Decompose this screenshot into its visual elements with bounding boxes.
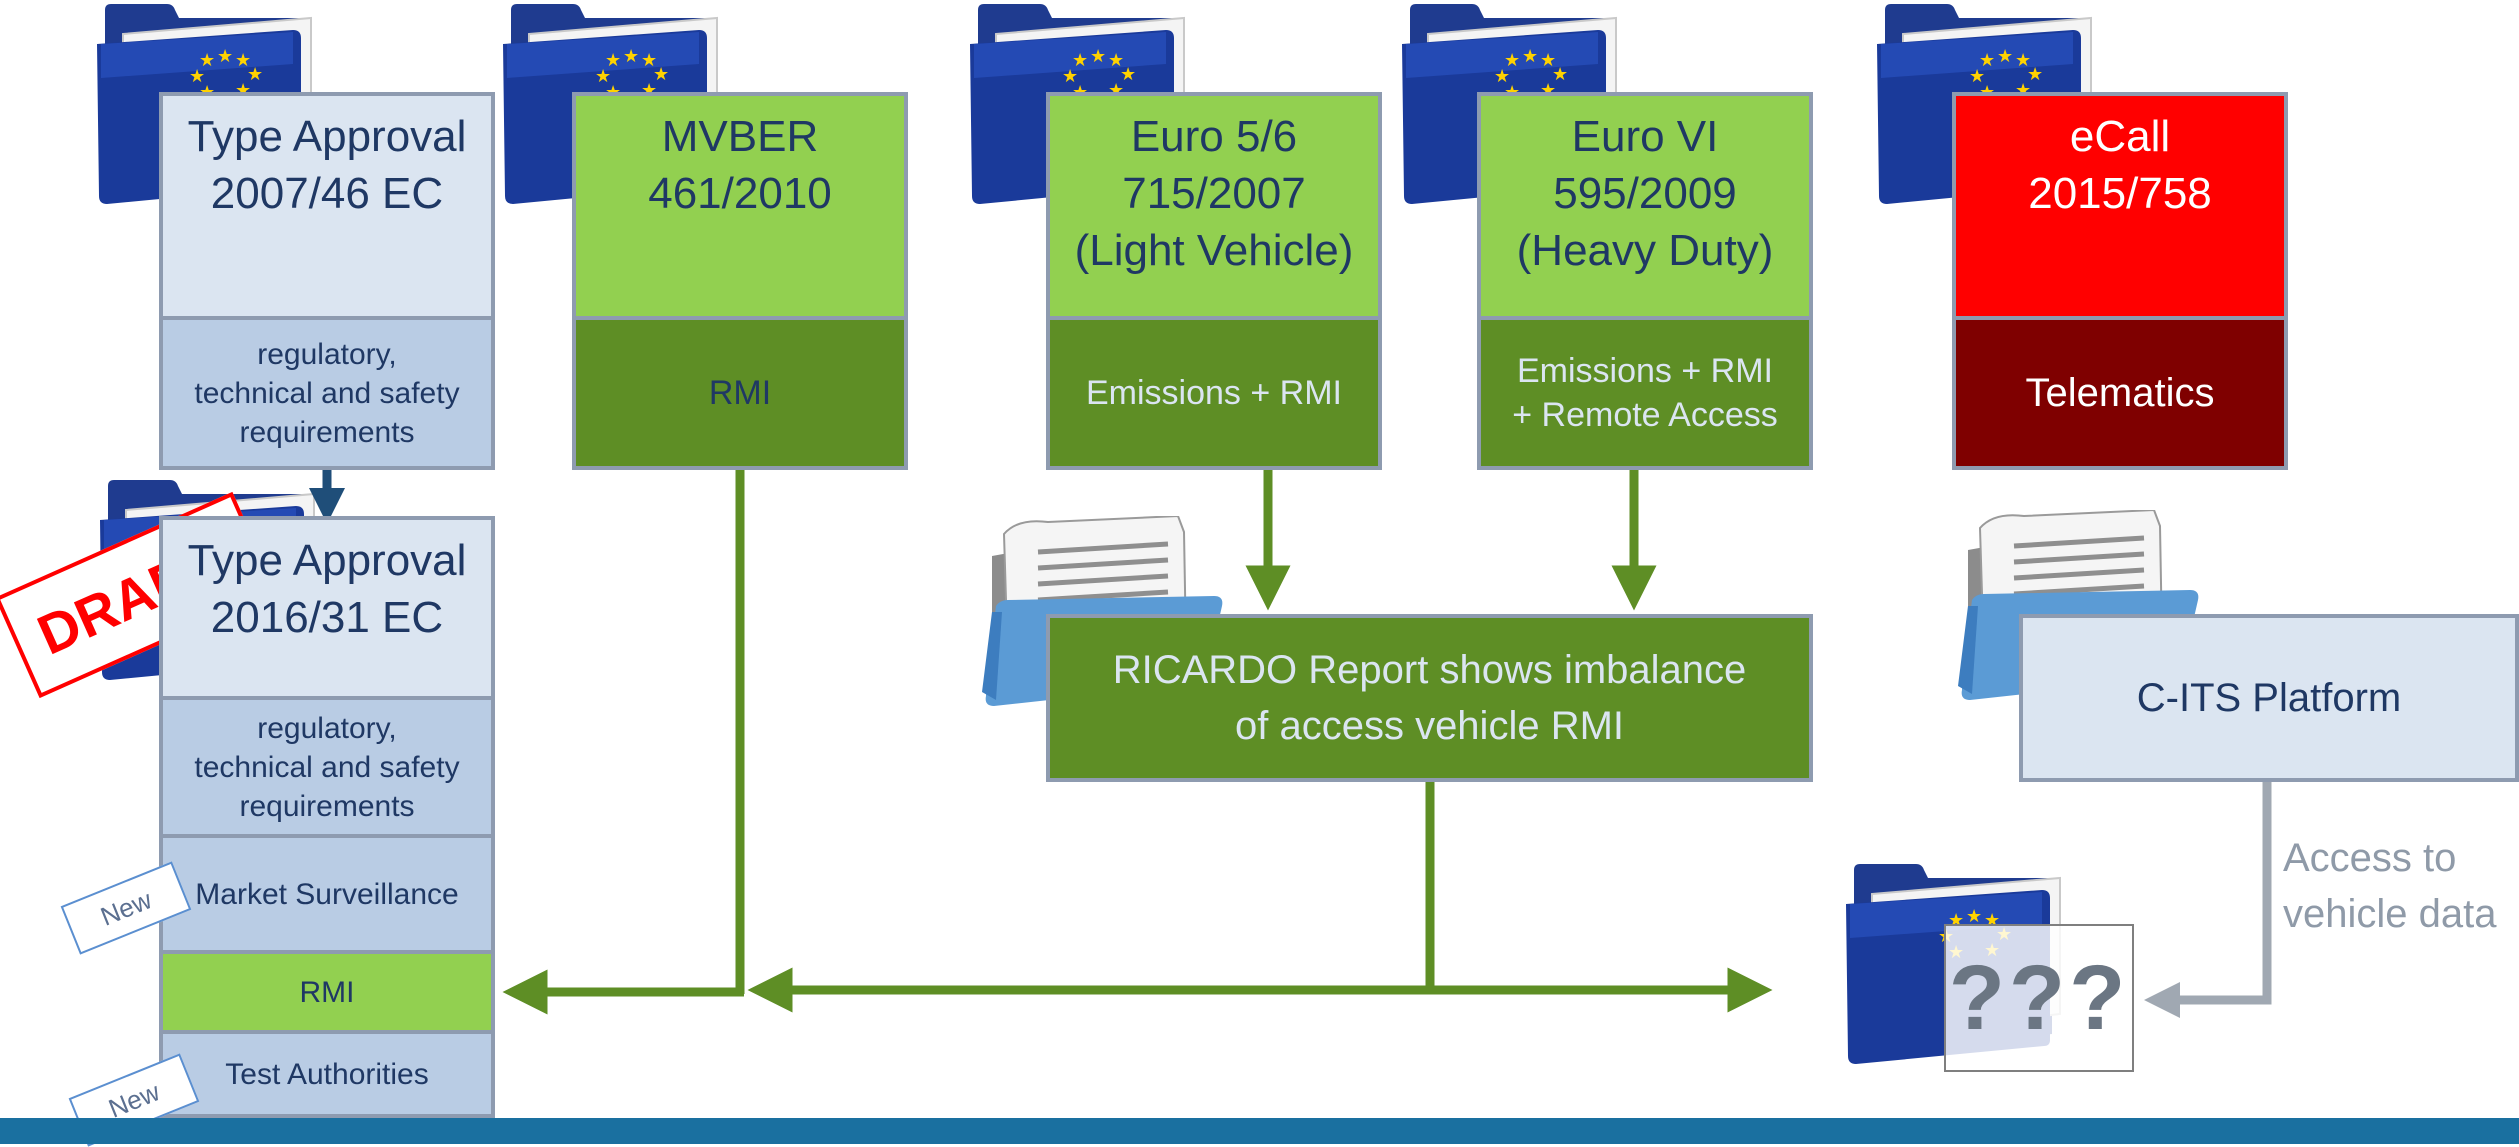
c-its-platform: C-ITS Platform [2019,614,2519,782]
type-approval-2016-title: Type Approval 2016/31 EC [159,516,495,700]
test-authorities: Test Authorities [159,1030,495,1118]
mvber-title: MVBER 461/2010 [572,92,908,320]
mvber-rmi: RMI [572,316,908,470]
ricardo-report: RICARDO Report shows imbalance of access… [1046,614,1813,782]
ecall-telematics: Telematics [1952,316,2288,470]
unknown-regulation: ??? [1944,924,2134,1072]
type-approval-2007-title: Type Approval 2007/46 EC [159,92,495,320]
draft-rmi: RMI [159,950,495,1034]
type-approval-2007-requirements: regulatory, technical and safety require… [159,316,495,470]
eurovi-title: Euro VI 595/2009 (Heavy Duty) [1477,92,1813,320]
access-to-vehicle-data-label: Access to vehicle data [2283,836,2497,936]
market-surveillance: Market Surveillance [159,834,495,954]
eurovi-emissions-rmi-remote: Emissions + RMI + Remote Access [1477,316,1813,470]
euro56-emissions-rmi: Emissions + RMI [1046,316,1382,470]
footer-bar [0,1118,2519,1144]
ecall-title: eCall 2015/758 [1952,92,2288,320]
type-approval-2016-requirements: regulatory, technical and safety require… [159,696,495,838]
euro56-title: Euro 5/6 715/2007 (Light Vehicle) [1046,92,1382,320]
arrow-platform-to-unknown [2144,782,2272,1018]
